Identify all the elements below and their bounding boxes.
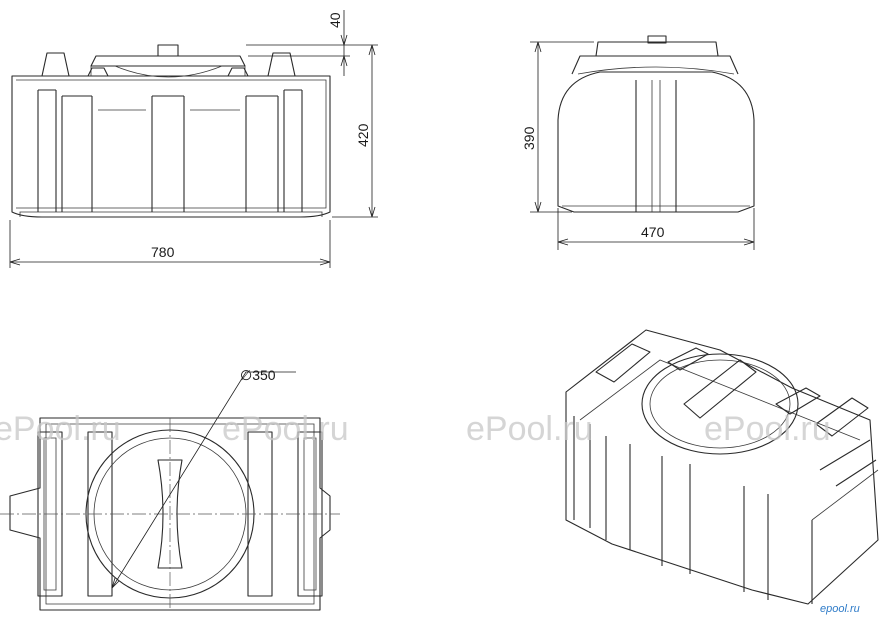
dim-width: 470 [641, 224, 665, 240]
dim-lid-height: 40 [327, 12, 343, 28]
dim-length: 780 [151, 244, 175, 260]
dim-height-front: 420 [355, 123, 371, 147]
dim-lid-diameter: ∅350 [240, 367, 276, 383]
dim-height-side: 390 [521, 126, 537, 150]
top-view: ∅350 [0, 367, 340, 611]
watermark-text: ePool.ru [466, 410, 593, 448]
watermark-text: ePool.ru [222, 410, 349, 448]
watermark-text: ePool.ru [0, 410, 121, 448]
epool-logo: epool.ru [820, 603, 860, 615]
front-view [11, 44, 331, 218]
side-view [557, 35, 755, 213]
isometric-view [565, 329, 879, 605]
watermark-text: ePool.ru [704, 410, 831, 448]
front-dimensions: 780 420 40 [9, 10, 378, 268]
side-dimensions: 390 470 [521, 41, 755, 250]
